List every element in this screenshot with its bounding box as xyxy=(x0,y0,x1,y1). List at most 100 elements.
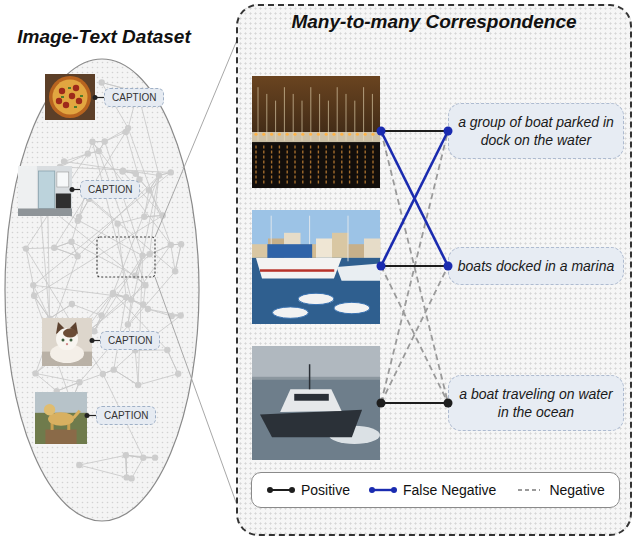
building xyxy=(316,239,333,258)
boat-hull xyxy=(336,264,380,281)
network-link xyxy=(57,382,80,391)
legend-sample xyxy=(266,485,296,495)
network-link xyxy=(175,244,181,271)
pepperoni xyxy=(56,98,62,104)
network-link xyxy=(33,285,35,296)
pepperoni xyxy=(76,98,82,104)
network-link xyxy=(159,172,171,175)
sky xyxy=(35,392,87,413)
mast xyxy=(309,364,311,389)
network-link xyxy=(149,175,159,190)
network-link xyxy=(75,331,94,344)
harbor-light xyxy=(270,133,273,136)
network-link xyxy=(33,285,49,318)
network-link xyxy=(171,244,181,246)
mast xyxy=(258,87,259,141)
network-link xyxy=(143,305,148,310)
night-harbor-photo xyxy=(252,76,380,188)
network-link xyxy=(112,292,113,294)
water xyxy=(252,141,380,188)
network-dot xyxy=(128,296,134,302)
network-dot xyxy=(111,366,117,372)
light-reflection xyxy=(357,145,358,183)
network-dot xyxy=(91,328,97,334)
negative-link xyxy=(381,266,448,403)
network-link xyxy=(112,292,113,294)
network-link xyxy=(103,370,114,374)
pizza-cheese xyxy=(53,80,88,115)
pepperoni xyxy=(59,88,65,94)
caption-box: CAPTION xyxy=(80,180,140,199)
mast xyxy=(354,101,355,141)
caption-dot xyxy=(444,262,453,271)
building xyxy=(332,233,349,258)
network-link xyxy=(85,194,175,271)
network-link xyxy=(135,276,145,286)
pizza-crust xyxy=(49,76,91,118)
network-link xyxy=(131,300,143,305)
network-link xyxy=(54,248,77,256)
ellipse-outline xyxy=(5,59,199,521)
network-dot xyxy=(45,203,51,209)
vanity xyxy=(56,194,71,209)
network-link xyxy=(79,271,175,382)
network-link xyxy=(114,370,138,385)
caption-text: CAPTION xyxy=(104,410,148,421)
legend-dot xyxy=(267,487,273,493)
network-dot xyxy=(51,245,57,251)
pepperoni xyxy=(69,93,75,99)
network-dot xyxy=(98,312,104,318)
panel-heading: Many-to-many Correspondence xyxy=(238,11,630,33)
network-link xyxy=(50,304,72,319)
network-link xyxy=(105,128,128,141)
network-link xyxy=(89,199,118,224)
network-dot xyxy=(123,474,129,480)
light-reflection xyxy=(302,145,303,183)
floor xyxy=(18,209,72,217)
network-dot xyxy=(85,150,91,156)
harbor-light xyxy=(262,133,265,136)
false-negative-link xyxy=(381,131,448,266)
mast xyxy=(363,87,364,141)
network-link xyxy=(172,315,181,317)
harbor-light xyxy=(278,133,281,136)
network-link xyxy=(148,309,181,315)
network-link xyxy=(126,128,128,132)
network-link xyxy=(143,254,150,255)
network-dot xyxy=(100,371,106,377)
light-reflection xyxy=(294,145,295,183)
network-dot xyxy=(57,164,63,170)
light-reflection xyxy=(341,145,342,183)
bathroom-photo xyxy=(18,166,72,216)
sea xyxy=(252,346,380,460)
network-link xyxy=(143,457,155,458)
cat-ear xyxy=(69,322,78,334)
mast xyxy=(328,101,329,141)
cat-head xyxy=(56,328,78,350)
network-link xyxy=(131,245,171,300)
network-link xyxy=(36,373,80,382)
negative-link xyxy=(381,131,448,403)
network-link xyxy=(150,245,171,254)
network-link xyxy=(122,170,124,172)
caption-dot xyxy=(444,399,453,408)
network-link xyxy=(125,455,127,477)
network-link xyxy=(143,254,150,255)
legend-line xyxy=(372,489,394,491)
network-link xyxy=(88,151,99,154)
network-link xyxy=(39,200,47,206)
network-link xyxy=(34,216,163,296)
legend-dot xyxy=(369,487,375,493)
network-link xyxy=(79,374,103,382)
harbor-light xyxy=(332,133,335,136)
building xyxy=(364,239,381,258)
caption-link xyxy=(72,189,80,190)
legend-item: Positive xyxy=(266,482,350,498)
legend-item: Negative xyxy=(514,482,604,498)
network-dot xyxy=(156,172,162,178)
caption-text: CAPTION xyxy=(108,335,152,346)
network-link xyxy=(144,216,162,217)
network-link xyxy=(149,175,159,190)
network-dot xyxy=(96,148,102,154)
network-dot xyxy=(168,313,174,319)
